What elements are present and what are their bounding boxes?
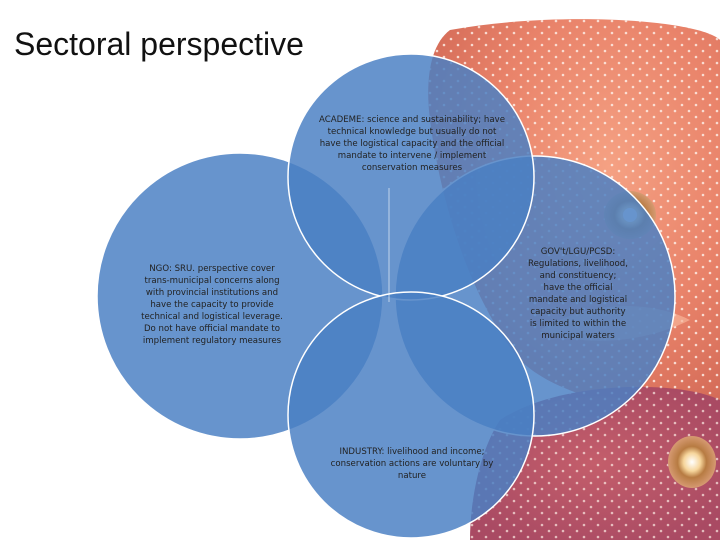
circle-academe (288, 54, 534, 300)
ngo-label: NGO: SRU. perspective cover trans-munici… (136, 263, 288, 347)
academe-label: ACADEME: science and sustainability; hav… (316, 114, 508, 174)
industry-label: INDUSTRY: livelihood and income; conserv… (326, 446, 498, 482)
circle-industry (288, 292, 534, 538)
gov-label: GOV't/LGU/PCSD: Regulations, livelihood,… (528, 246, 628, 342)
fish-eye-lower (668, 436, 716, 488)
slide-title: Sectoral perspective (14, 26, 304, 63)
